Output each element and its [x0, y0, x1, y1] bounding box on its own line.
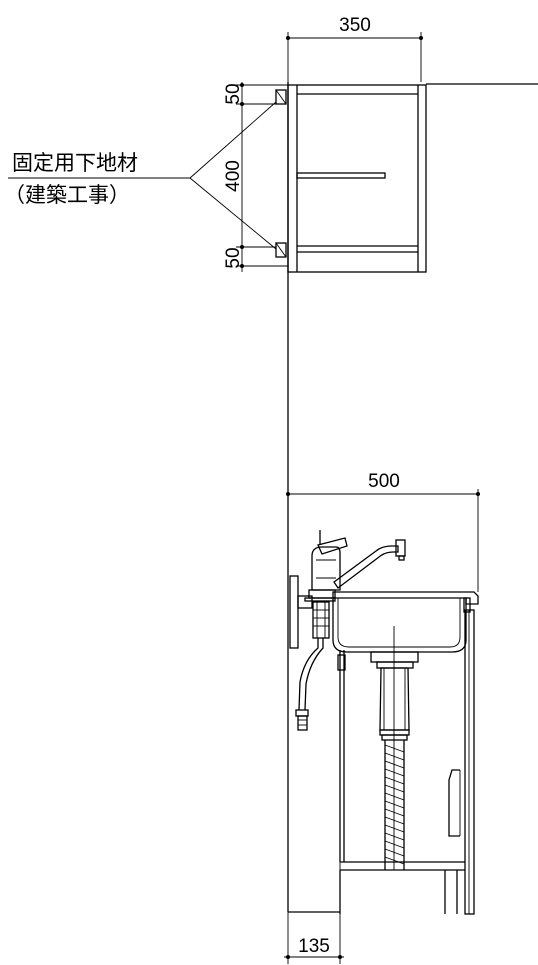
sink-bowl: [332, 597, 471, 653]
fixing-blocks: [275, 89, 287, 258]
dim-upper-top-offset-label: 50: [223, 83, 244, 104]
dim-upper-bottom-offset-label: 50: [223, 247, 244, 268]
supply-pipes: [295, 601, 330, 731]
dim-upper-height-label: 400: [223, 160, 244, 192]
annotation-line1: 固定用下地材: [12, 152, 138, 175]
annotation-leaders: [8, 101, 277, 250]
dim-bottom-offset-label: 135: [298, 936, 330, 957]
faucet: [304, 530, 406, 602]
wall: [287, 82, 538, 913]
lower-cabinet: [332, 591, 479, 915]
drain-trap: [370, 651, 419, 870]
upper-shelf: [296, 172, 386, 179]
upper-cabinet: [287, 84, 427, 273]
dim-lower-width-label: 500: [368, 471, 400, 492]
dimension-bottom-offset: [284, 862, 344, 964]
dimension-lower-width: [286, 489, 480, 592]
dim-upper-width-label: 350: [339, 15, 371, 36]
annotation-line2: （建築工事）: [4, 184, 130, 207]
wall-bracket: [289, 575, 313, 649]
dimension-upper-width: [286, 32, 423, 82]
drain-hose: [384, 740, 405, 870]
dimension-upper-vertical: [236, 82, 288, 272]
